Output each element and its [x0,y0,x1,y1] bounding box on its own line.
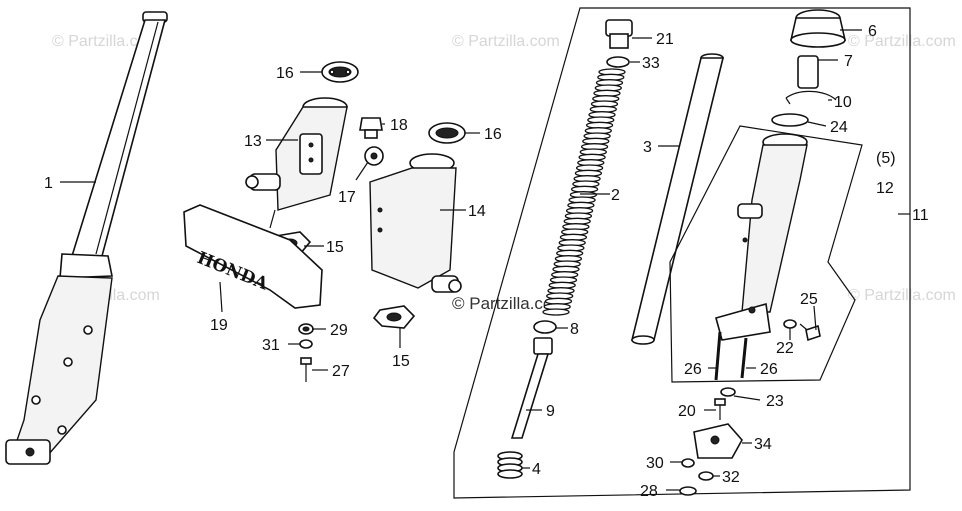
callout-22: 22 [776,340,794,357]
callout-9: 9 [546,403,555,420]
leader-lines [60,29,910,491]
part-emblem-cover: HONDA [183,204,323,309]
callout-26a: 26 [684,361,702,378]
callout-16a: 16 [276,65,294,82]
part-ring-8 [533,320,557,334]
callout-16b: 16 [484,126,502,143]
callout-15a: 15 [326,239,344,256]
callout-29: 29 [330,322,348,339]
part-stud-26a [714,331,722,381]
part-washer-22 [783,319,797,329]
watermarks: © Partzilla.com © Partzilla.com © Partzi… [52,33,956,313]
part-bolt-20 [714,398,726,420]
callout-15b: 15 [392,353,410,370]
part-cap-21 [605,19,633,49]
callout-21: 21 [656,31,674,48]
part-bolt-25 [799,323,821,342]
watermark-center-text: © Partzilla.com [452,294,567,313]
subassembly-outline [669,125,863,383]
watermark-text: © Partzilla.com [452,33,560,50]
part-piston-9 [510,337,553,439]
part-nut-17 [364,146,384,166]
callout-6: 6 [868,23,877,40]
part-lower-bracket [369,153,462,293]
part-15-lower [372,305,416,329]
callout-26b: 26 [760,361,778,378]
callout-3: 3 [643,139,652,156]
callout-28: 28 [640,483,658,500]
part-washer-23 [720,387,736,397]
callout-34: 34 [754,436,772,453]
part-dust-seal-6 [789,9,847,48]
part-seal-24 [771,113,809,127]
part-spring-4 [497,451,523,479]
part-spring [542,68,626,316]
callout-13: 13 [244,133,262,150]
callout-27: 27 [332,363,350,380]
part-washer-30 [681,458,695,468]
part-slider-12 [715,133,808,341]
part-sleeve-7 [797,55,819,89]
watermark-text: © Partzilla.com [848,33,956,50]
part-washer-32 [698,471,714,481]
part-ring-33 [606,56,630,68]
callout-10: 10 [834,94,852,111]
callout-7: 7 [844,53,853,70]
part-bearing-upper [321,61,359,83]
part-axle-holder-34 [693,423,743,459]
part-upper-bracket [245,97,348,229]
callout-18: 18 [390,117,408,134]
callout-20: 20 [678,403,696,420]
part-bearing-right [428,122,466,144]
callout-8: 8 [570,321,579,338]
callout-32: 32 [722,469,740,486]
part-tube-3 [630,53,725,345]
callout-17: 17 [338,189,356,206]
part-bolt-18 [359,117,383,139]
callout-24: 24 [830,119,848,136]
callout-2: 2 [611,187,620,204]
callout-labels: 1 2 3 4 (5) 6 7 8 9 10 11 12 13 14 15 15… [44,23,929,500]
watermark-text: © Partzilla.com [52,33,160,50]
callout-11: 11 [912,207,929,224]
callout-14: 14 [468,203,486,220]
part-stud-26b [740,337,748,379]
callout-12: 12 [876,180,894,197]
callout-5: (5) [876,150,896,167]
part-small-hardware-left [298,323,314,382]
callout-31: 31 [262,337,280,354]
callout-30: 30 [646,455,664,472]
watermark-text: © Partzilla.com [848,287,956,304]
spring-coil [542,308,570,316]
callout-33: 33 [642,55,660,72]
callout-1: 1 [44,175,53,192]
part-clip-10 [785,90,837,105]
callout-23: 23 [766,393,784,410]
part-fork-assembly [5,11,168,465]
callout-19: 19 [210,317,228,334]
callout-25: 25 [800,291,818,308]
part-nut-28 [679,486,697,496]
callout-4: 4 [532,461,541,478]
